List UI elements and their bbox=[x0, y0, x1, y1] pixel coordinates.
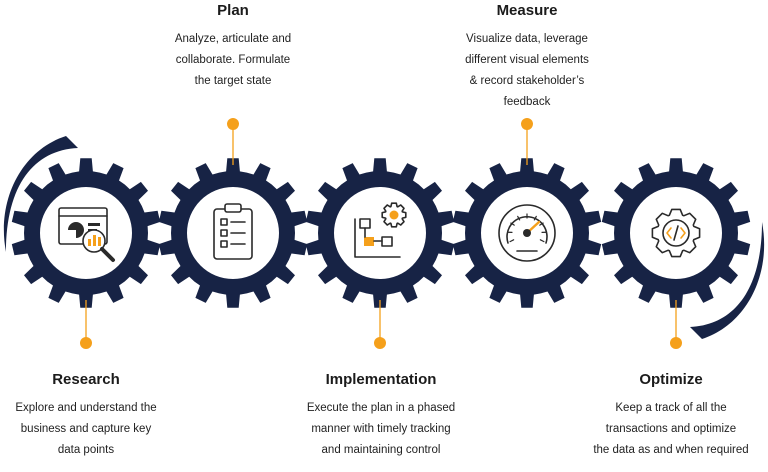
measure-connector-dot bbox=[521, 118, 533, 130]
step-implementation: Implementation Execute the plan in a pha… bbox=[287, 371, 475, 461]
plan-connector-dot bbox=[227, 118, 239, 130]
gear-5 bbox=[601, 158, 751, 308]
research-connector-dot bbox=[80, 337, 92, 349]
gear-3 bbox=[305, 158, 455, 308]
code-gear-icon bbox=[651, 208, 701, 258]
step-optimize: Optimize Keep a track of all the transac… bbox=[574, 371, 768, 461]
step-title: Measure bbox=[496, 2, 558, 19]
step-title: Implementation bbox=[325, 371, 437, 388]
optimize-connector-dot bbox=[670, 337, 682, 349]
step-description: Visualize data, leverage different visua… bbox=[465, 33, 589, 108]
speedometer-icon bbox=[498, 204, 556, 262]
step-description: Execute the plan in a phased manner with… bbox=[306, 402, 456, 456]
step-research: Research Explore and understand the busi… bbox=[0, 371, 172, 461]
left-curve-arrow bbox=[3, 136, 78, 252]
connector-group bbox=[80, 118, 682, 349]
step-plan: Plan Analyze, articulate and collaborate… bbox=[147, 2, 319, 92]
step-title: Optimize bbox=[639, 371, 703, 388]
gear-4 bbox=[452, 158, 602, 308]
step-description: Explore and understand the business and … bbox=[15, 402, 157, 456]
step-description: Analyze, articulate and collaborate. For… bbox=[174, 33, 292, 87]
gear-1 bbox=[11, 158, 161, 308]
step-title: Research bbox=[52, 371, 120, 388]
right-curve-arrow bbox=[690, 222, 765, 339]
clipboard-checklist-icon bbox=[213, 203, 253, 260]
report-analysis-icon bbox=[58, 207, 115, 262]
implementation-connector-dot bbox=[374, 337, 386, 349]
step-description: Keep a track of all the transactions and… bbox=[593, 402, 749, 456]
icon-group bbox=[58, 202, 701, 262]
gear-2 bbox=[158, 158, 308, 308]
step-measure: Measure Visualize data, leverage differe… bbox=[441, 2, 613, 113]
flowchart-gear-icon bbox=[354, 202, 407, 258]
gear-group bbox=[11, 158, 751, 308]
step-title: Plan bbox=[217, 2, 249, 19]
